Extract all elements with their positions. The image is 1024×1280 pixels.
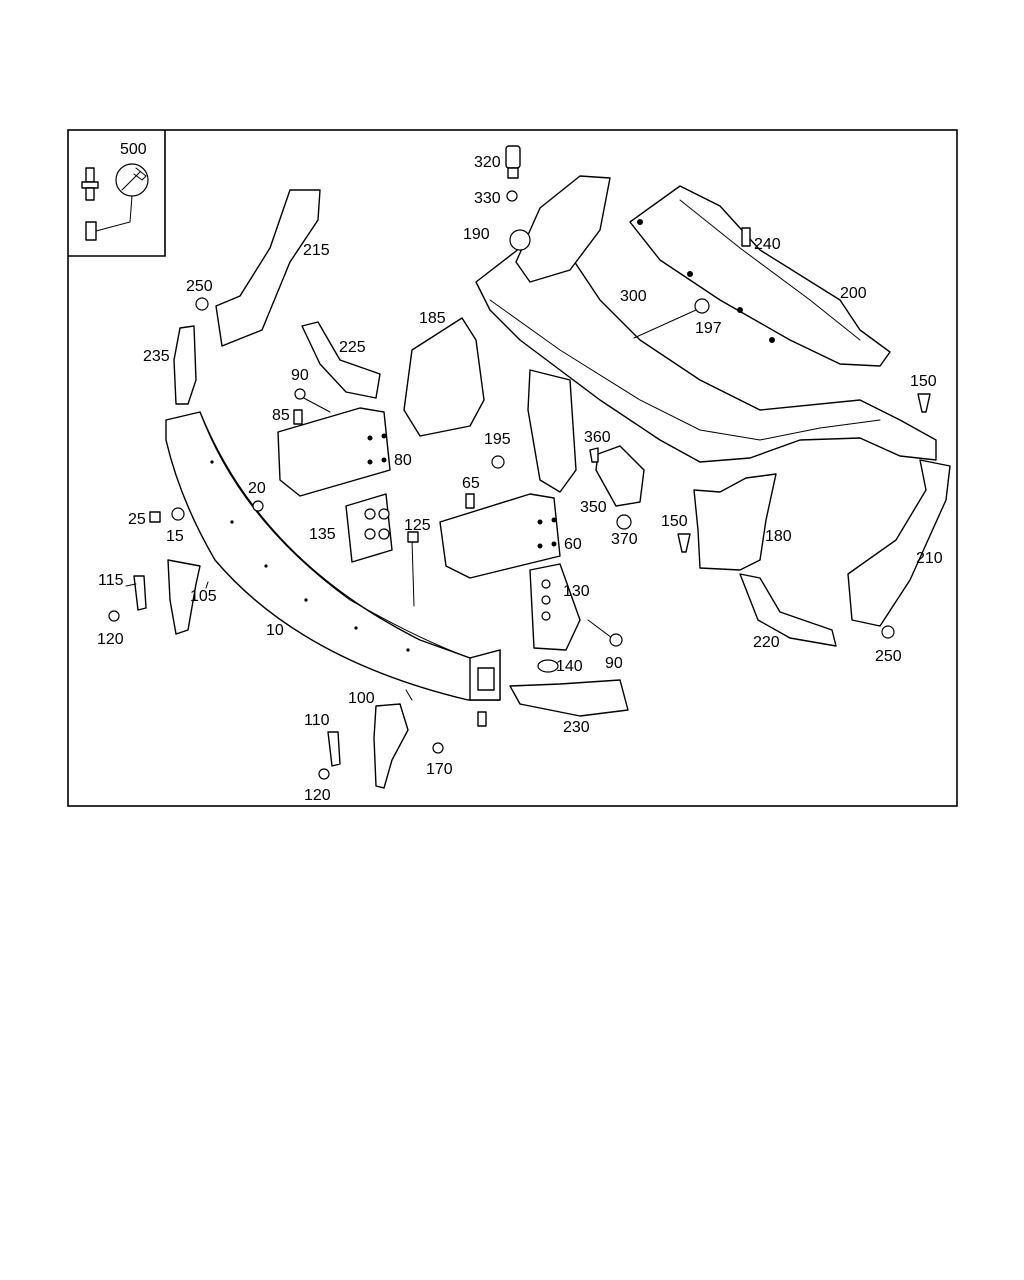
diagram-frame xyxy=(67,129,958,807)
label-90a: 90 xyxy=(291,367,309,384)
label-140: 140 xyxy=(556,658,583,675)
kit-500-fasteners xyxy=(81,163,149,241)
label-105: 105 xyxy=(190,588,217,605)
crash-box-80 xyxy=(277,407,391,497)
label-350: 350 xyxy=(580,499,607,516)
label-215: 215 xyxy=(303,242,330,259)
bracket-180 xyxy=(693,473,777,571)
label-195: 195 xyxy=(484,431,511,448)
label-135: 135 xyxy=(309,526,336,543)
part-labels: 500 320 330 190 300 200 240 197 215 250 … xyxy=(97,141,943,804)
label-170: 170 xyxy=(426,761,453,778)
leader-lines xyxy=(125,581,413,701)
label-100: 100 xyxy=(348,690,375,707)
bracket-235 xyxy=(173,325,197,405)
bracket-105 xyxy=(167,559,201,635)
label-15: 15 xyxy=(166,528,184,545)
bracket-230 xyxy=(509,679,629,717)
label-200: 200 xyxy=(840,285,867,302)
label-130: 130 xyxy=(563,583,590,600)
label-80: 80 xyxy=(394,452,412,469)
label-250b: 250 xyxy=(875,648,902,665)
label-25: 25 xyxy=(128,511,146,528)
bumper-beam-10 xyxy=(165,411,501,701)
label-190: 190 xyxy=(463,226,490,243)
label-320: 320 xyxy=(474,154,501,171)
side-frame-215 xyxy=(215,189,321,347)
label-90b: 90 xyxy=(605,655,623,672)
label-370: 370 xyxy=(611,531,638,548)
label-220: 220 xyxy=(753,634,780,651)
label-300: 300 xyxy=(620,288,647,305)
clip-115 xyxy=(133,575,147,611)
label-180: 180 xyxy=(765,528,792,545)
label-65: 65 xyxy=(462,475,480,492)
label-120a: 120 xyxy=(97,631,124,648)
label-330: 330 xyxy=(474,190,501,207)
upper-cover-200 xyxy=(629,185,891,367)
label-85: 85 xyxy=(272,407,290,424)
housing-350 xyxy=(595,445,645,507)
kit-inset-box xyxy=(68,130,166,257)
label-197: 197 xyxy=(695,320,722,337)
label-185: 185 xyxy=(419,310,446,327)
label-60: 60 xyxy=(564,536,582,553)
label-235: 235 xyxy=(143,348,170,365)
mount-plate-135 xyxy=(345,493,393,563)
radiator-support-300 xyxy=(475,175,937,493)
label-230: 230 xyxy=(563,719,590,736)
crash-box-60 xyxy=(439,493,561,579)
label-210: 210 xyxy=(916,550,943,567)
label-225: 225 xyxy=(339,339,366,356)
label-115: 115 xyxy=(98,572,124,589)
bracket-225 xyxy=(301,321,381,399)
label-250a: 250 xyxy=(186,278,213,295)
label-500: 500 xyxy=(120,141,147,158)
label-150b: 150 xyxy=(661,513,688,530)
side-frame-210 xyxy=(847,459,951,627)
label-10: 10 xyxy=(266,622,284,639)
mount-plate-130 xyxy=(529,563,581,651)
bracket-220 xyxy=(739,573,837,647)
label-240: 240 xyxy=(754,236,781,253)
bracket-100 xyxy=(373,703,409,789)
label-150a: 150 xyxy=(910,373,937,390)
label-20: 20 xyxy=(248,480,266,497)
clip-110 xyxy=(327,731,341,767)
fasteners xyxy=(108,145,931,780)
housing-185 xyxy=(403,317,485,437)
label-360: 360 xyxy=(584,429,611,446)
label-110: 110 xyxy=(304,712,330,729)
label-120b: 120 xyxy=(304,787,331,804)
label-125: 125 xyxy=(404,517,431,534)
